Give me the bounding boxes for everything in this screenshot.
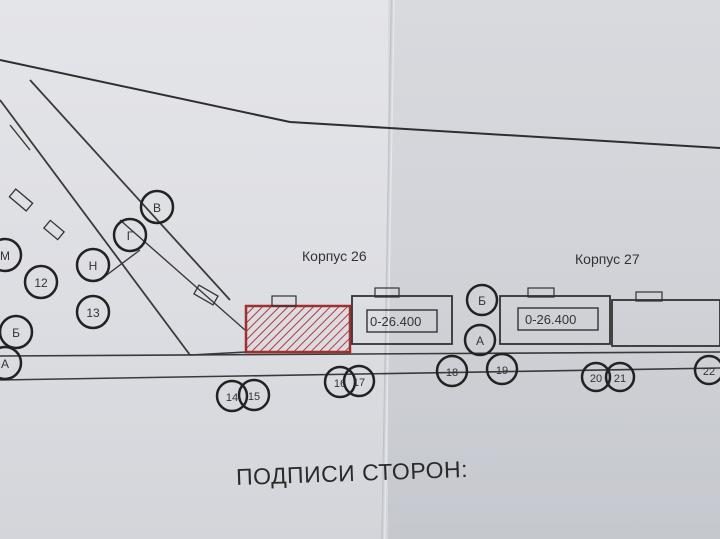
road-line	[0, 351, 720, 357]
axis-marker: 18	[435, 354, 469, 388]
site-boundary-line	[0, 59, 720, 149]
svg-text:19: 19	[496, 365, 508, 377]
road-line	[0, 367, 720, 381]
svg-text:А: А	[476, 334, 484, 348]
svg-text:Н: Н	[89, 259, 98, 273]
axis-markers: В Г Н М 12 13 Б А Б А 14 15 16 17 18 19 …	[0, 189, 720, 413]
axis-marker: А	[463, 323, 497, 357]
axis-marker: 13	[75, 294, 111, 330]
axis-marker: 21	[604, 361, 636, 393]
axis-marker: 14	[215, 379, 249, 413]
axis-marker: 20	[580, 361, 612, 393]
svg-text:20: 20	[590, 373, 602, 385]
building-26-label: Корпус 26	[302, 248, 367, 264]
axis-marker: А	[0, 345, 23, 381]
svg-text:Б: Б	[478, 294, 486, 308]
building-block-left	[8, 188, 219, 306]
svg-text:В: В	[153, 201, 161, 215]
axis-marker: В	[139, 189, 175, 225]
svg-text:22: 22	[703, 366, 715, 378]
svg-text:А: А	[1, 357, 9, 371]
svg-text:Б: Б	[12, 326, 20, 340]
axis-marker: Г	[112, 217, 148, 253]
svg-text:17: 17	[353, 377, 365, 389]
axis-marker: 17	[342, 364, 376, 398]
road-edge-line	[119, 219, 246, 331]
axis-marker: Н	[75, 247, 111, 283]
svg-text:Г: Г	[127, 229, 134, 243]
building-26-outline	[244, 287, 453, 354]
axis-marker: 22	[693, 354, 720, 386]
svg-text:13: 13	[86, 306, 100, 320]
axis-marker: 15	[237, 378, 271, 412]
svg-text:14: 14	[226, 392, 238, 404]
svg-text:18: 18	[446, 367, 458, 379]
svg-text:21: 21	[614, 373, 626, 385]
paper-sheet-right	[388, 0, 720, 539]
axis-marker: 12	[23, 264, 59, 300]
svg-text:М: М	[0, 249, 10, 263]
axis-marker: Б	[465, 283, 499, 317]
road-edge-line	[0, 99, 191, 356]
highlighted-section	[244, 304, 352, 354]
axis-marker: Б	[0, 314, 34, 350]
road-edge-line	[29, 79, 231, 301]
elevation-mark: 0-26.400	[370, 314, 421, 329]
elevation-mark: 0-26.400	[525, 312, 576, 327]
svg-text:15: 15	[248, 391, 260, 403]
building-27-outline	[499, 287, 720, 347]
svg-text:12: 12	[34, 276, 48, 290]
building-27-label: Корпус 27	[575, 251, 640, 267]
road-edge-line	[9, 124, 31, 151]
paper-sheet-left	[0, 0, 395, 539]
axis-marker: М	[0, 237, 23, 273]
axis-marker: 19	[485, 352, 519, 386]
